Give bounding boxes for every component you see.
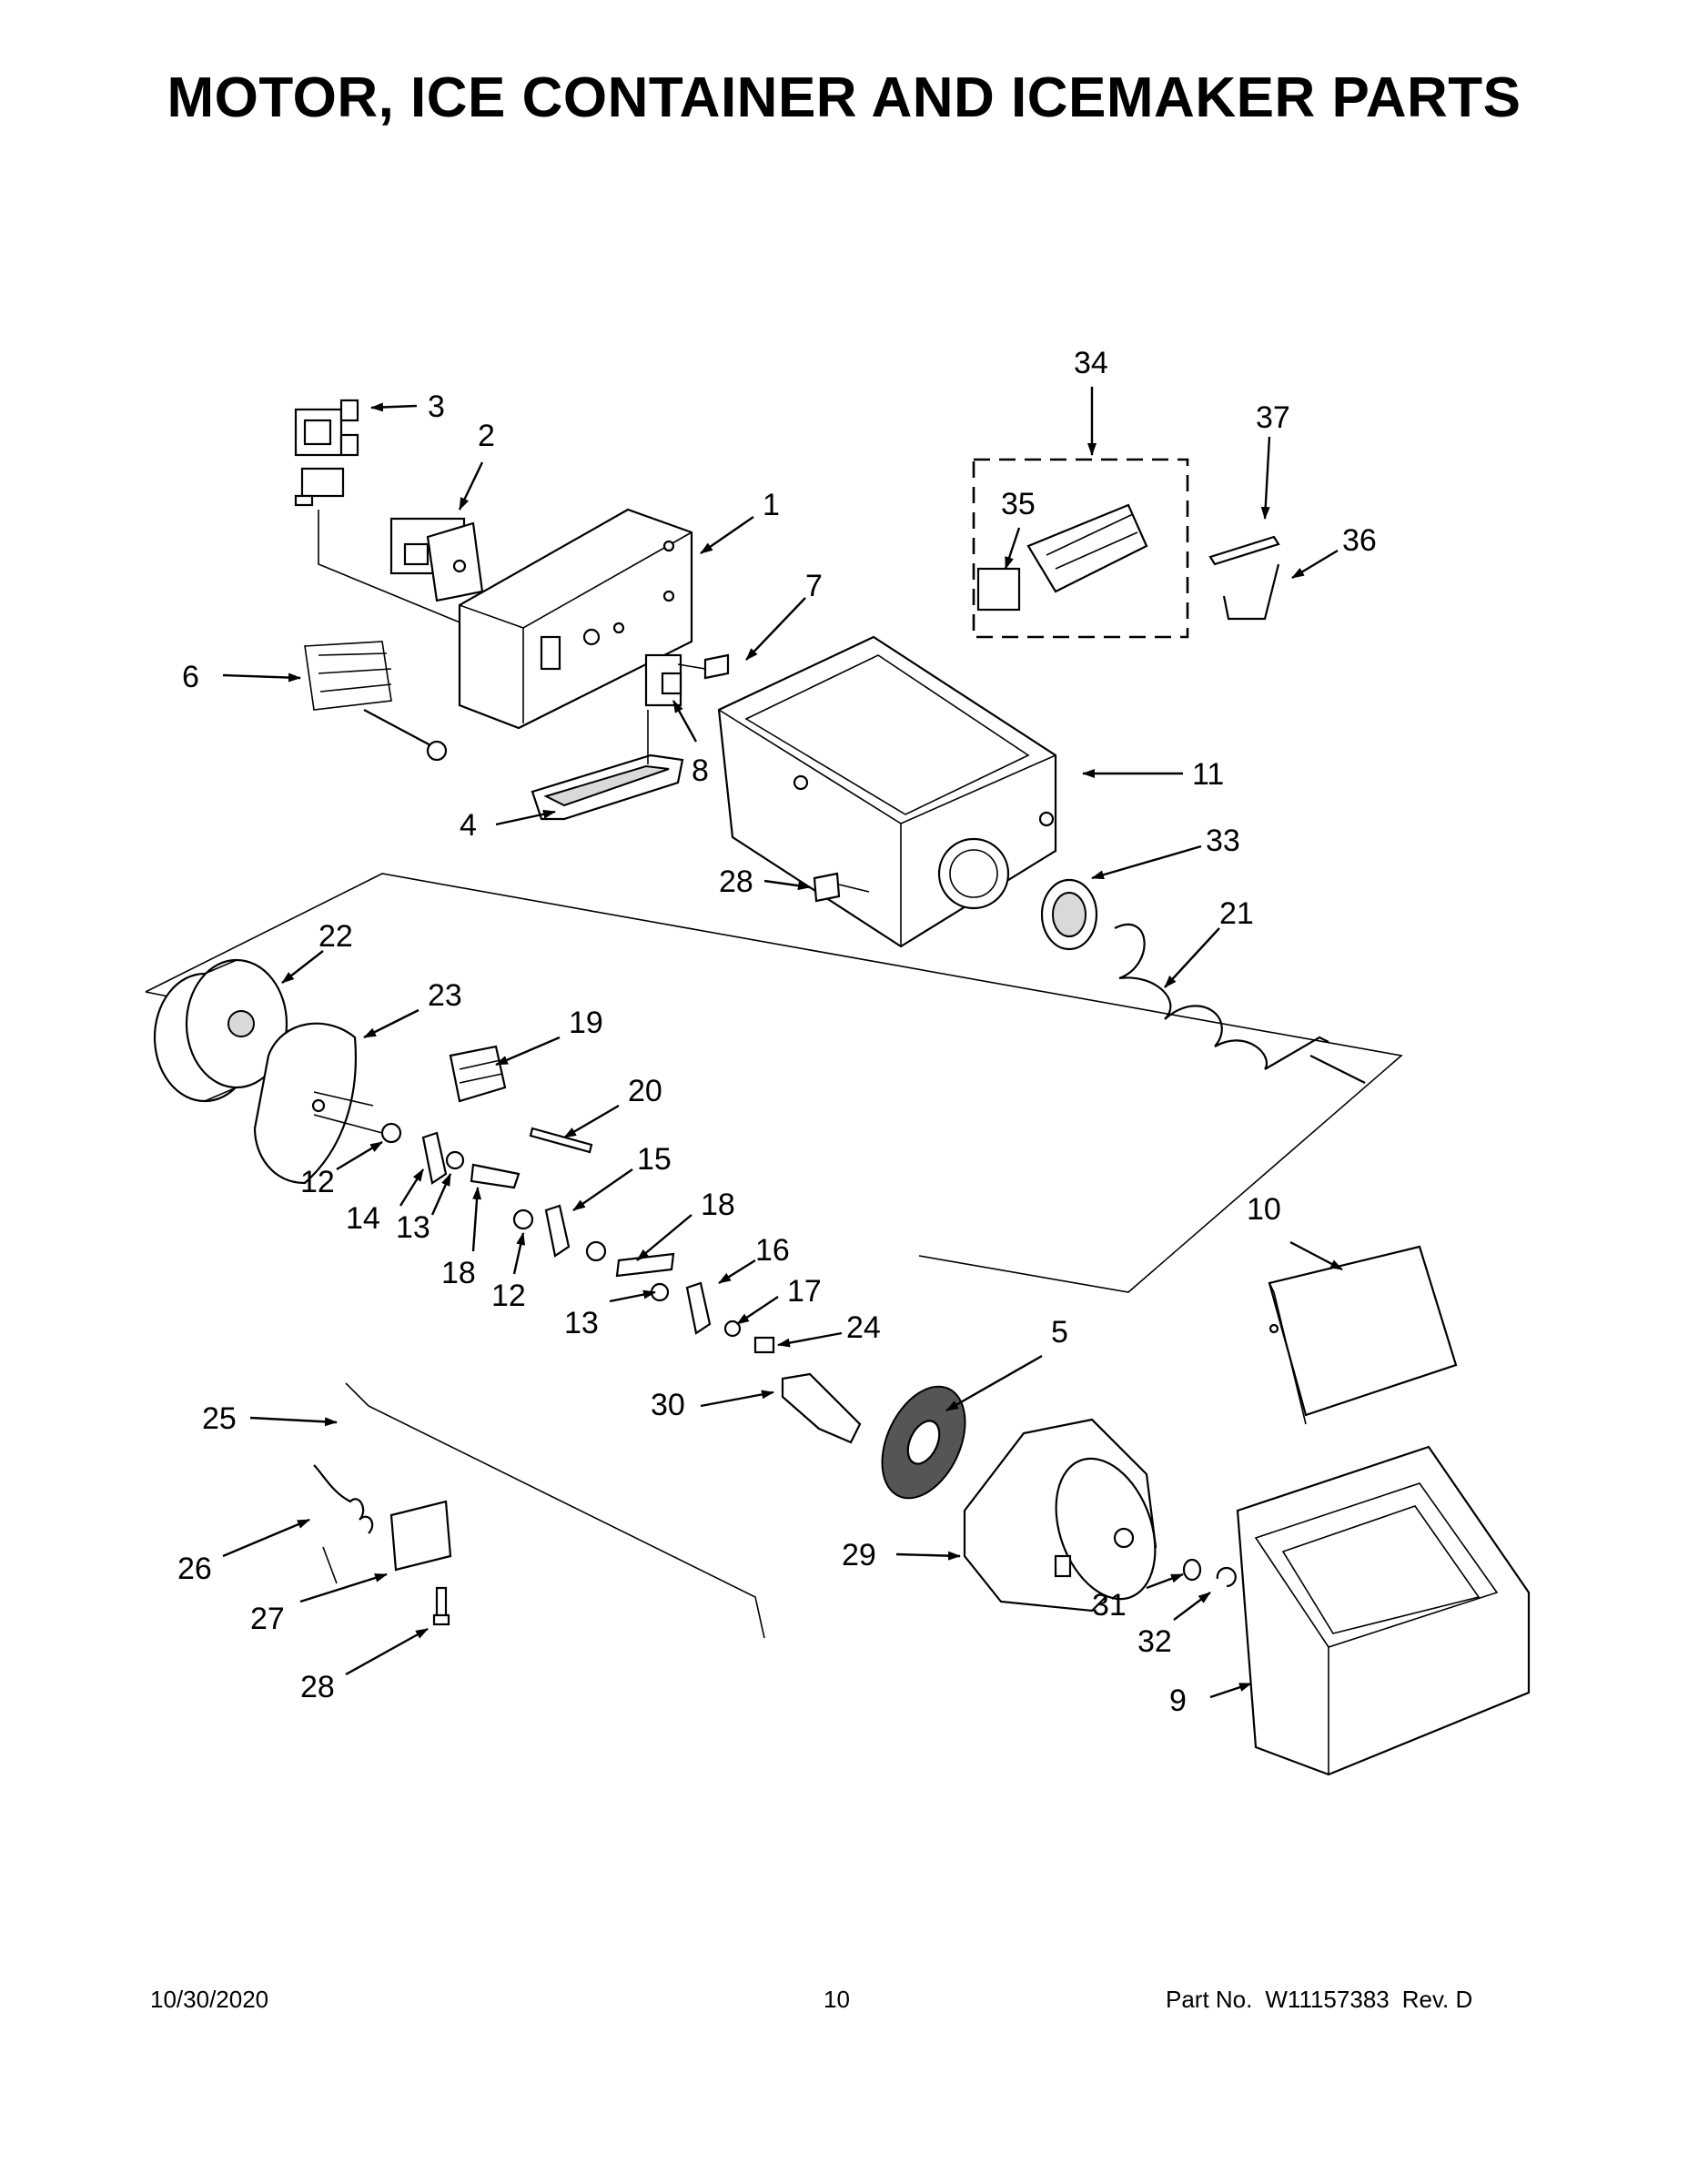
callout-37: 37 bbox=[1256, 400, 1290, 435]
washer-clip-parts bbox=[1182, 1558, 1237, 1588]
callout-9: 9 bbox=[1169, 1684, 1187, 1718]
crusher-blade-stack bbox=[380, 1122, 775, 1354]
callout-4: 4 bbox=[460, 808, 477, 843]
crusher-plate-part bbox=[253, 1022, 383, 1185]
ice-chute-part bbox=[1236, 1445, 1531, 1776]
callout-3: 3 bbox=[428, 389, 445, 424]
spring-part bbox=[313, 1464, 374, 1584]
callout-35: 35 bbox=[1001, 487, 1036, 521]
icemaker-kit-boundary bbox=[972, 458, 1189, 639]
callout-23: 23 bbox=[428, 978, 462, 1013]
callout-33: 33 bbox=[1206, 824, 1240, 858]
footer-part-info: Part No. W11157383 Rev. D bbox=[1166, 1986, 1485, 2014]
screw-part-7 bbox=[677, 653, 730, 680]
wire-harness-part bbox=[304, 641, 448, 762]
shutoff-arm-part bbox=[1222, 563, 1280, 621]
callout-25: 25 bbox=[202, 1401, 237, 1436]
callout-14: 14 bbox=[346, 1201, 380, 1236]
ice-door-part bbox=[1268, 1245, 1458, 1425]
callout-22: 22 bbox=[318, 919, 353, 954]
footer-revision: Rev. D bbox=[1401, 1986, 1473, 2013]
callout-7: 7 bbox=[805, 569, 823, 603]
callout-31: 31 bbox=[1092, 1588, 1127, 1623]
icemaker-part bbox=[976, 503, 1148, 612]
callout-21: 21 bbox=[1219, 896, 1254, 931]
shaft-part bbox=[529, 1127, 593, 1154]
callout-20: 20 bbox=[628, 1074, 662, 1108]
blade-block-part bbox=[449, 1045, 507, 1103]
door-switch-part bbox=[644, 653, 682, 764]
footer-part-label: Part No. bbox=[1166, 1986, 1253, 2013]
callout-11: 11 bbox=[1192, 757, 1224, 792]
callout-12-b: 12 bbox=[491, 1279, 526, 1313]
callout-19: 19 bbox=[569, 1006, 603, 1040]
callout-6: 6 bbox=[182, 660, 199, 694]
callout-29: 29 bbox=[842, 1538, 876, 1572]
callout-28-lower: 28 bbox=[300, 1670, 335, 1704]
assembly-plane-outline-left bbox=[145, 991, 169, 997]
crusher-housing-part bbox=[153, 958, 288, 1103]
callout-13-b: 13 bbox=[564, 1306, 599, 1340]
callout-15: 15 bbox=[637, 1142, 672, 1177]
footer-date: 10/30/2020 bbox=[150, 1986, 269, 2013]
callout-18-b: 18 bbox=[701, 1188, 735, 1222]
screw-part-28-upper bbox=[813, 872, 870, 903]
callout-8: 8 bbox=[692, 753, 709, 788]
cam-part bbox=[781, 1372, 862, 1444]
callout-32: 32 bbox=[1137, 1624, 1172, 1659]
callout-30: 30 bbox=[651, 1388, 685, 1422]
page-title: MOTOR, ICE CONTAINER AND ICEMAKER PARTS bbox=[167, 66, 1521, 129]
small-bracket-part bbox=[389, 1500, 452, 1572]
callout-5: 5 bbox=[1051, 1315, 1068, 1350]
water-valve-part bbox=[294, 399, 474, 629]
bracket-housing-part bbox=[458, 508, 693, 730]
callout-17: 17 bbox=[787, 1274, 822, 1309]
auger-motor-part bbox=[963, 1418, 1157, 1613]
callout-2: 2 bbox=[478, 419, 495, 453]
callout-arrows bbox=[222, 387, 1343, 1699]
footer-page-number: 10 bbox=[824, 1986, 850, 2013]
callout-10: 10 bbox=[1247, 1192, 1281, 1227]
callout-16: 16 bbox=[755, 1233, 790, 1268]
callout-28-upper: 28 bbox=[719, 864, 753, 899]
callout-34: 34 bbox=[1074, 346, 1108, 380]
footer-part-number: W11157383 bbox=[1265, 1986, 1390, 2013]
callout-27: 27 bbox=[250, 1602, 285, 1636]
callout-labels: 3 2 1 7 6 8 11 4 33 28 21 22 23 19 20 12… bbox=[177, 346, 1377, 1718]
drive-plate-part bbox=[881, 1385, 966, 1500]
callout-12-a: 12 bbox=[300, 1165, 335, 1199]
thermostat-strip-part bbox=[1208, 535, 1280, 566]
ice-container-part bbox=[717, 635, 1057, 948]
callout-18-a: 18 bbox=[441, 1256, 476, 1290]
seal-part bbox=[1040, 878, 1098, 951]
callout-36: 36 bbox=[1342, 523, 1377, 558]
callout-24: 24 bbox=[846, 1310, 881, 1345]
shield-strip-part bbox=[345, 1382, 765, 1639]
light-lens-part bbox=[531, 753, 684, 821]
callout-26: 26 bbox=[177, 1552, 212, 1586]
callout-13-a: 13 bbox=[396, 1210, 430, 1245]
screw-part-28-lower bbox=[432, 1586, 450, 1626]
damper-motor-part bbox=[389, 517, 484, 602]
assembly-plane-outline bbox=[145, 873, 1403, 1293]
callout-1: 1 bbox=[763, 488, 780, 522]
auger-part bbox=[1114, 923, 1366, 1084]
